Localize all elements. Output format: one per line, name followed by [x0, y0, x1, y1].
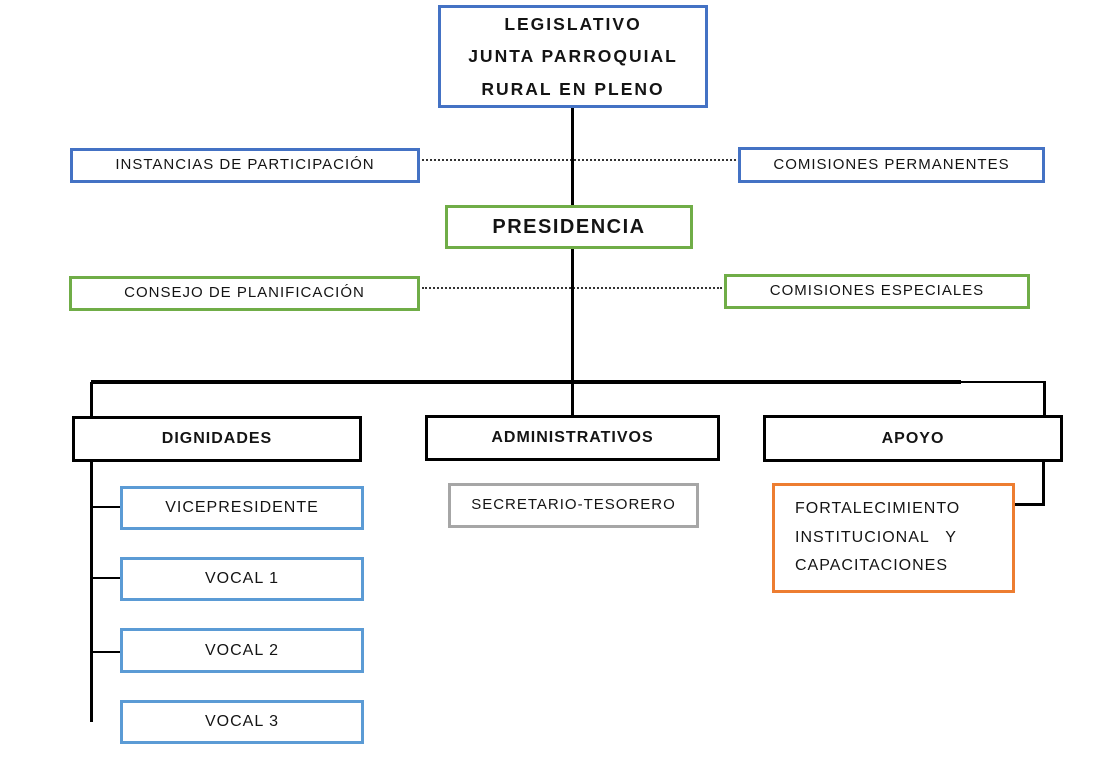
node-dignidades-label: DIGNIDADES	[161, 430, 273, 447]
node-secretario-tesorero: SECRETARIO-TESORERO	[448, 483, 699, 528]
node-vocal-2: VOCAL 2	[120, 628, 364, 673]
node-apoyo-label: APOYO	[881, 429, 945, 447]
connector-branches-horizontal-right	[955, 381, 1046, 383]
node-presidencia: PRESIDENCIA	[445, 205, 693, 249]
node-dignidades: DIGNIDADES	[72, 416, 362, 462]
node-consejo-planificacion: CONSEJO DE PLANIFICACIÓN	[69, 276, 420, 311]
connector-stub-vicepresidente	[92, 506, 120, 508]
node-comisiones-especiales-label: COMISIONES ESPECIALES	[769, 282, 985, 300]
node-vocal-1: VOCAL 1	[120, 557, 364, 601]
node-vocal-3-label: VOCAL 3	[205, 713, 279, 730]
node-presidencia-label: PRESIDENCIA	[492, 216, 646, 238]
node-fortalecimiento: FORTALECIMIENTO INSTITUCIONAL Y CAPACITA…	[772, 483, 1015, 593]
connector-drop-administrativos	[571, 382, 574, 416]
node-consejo-planificacion-label: CONSEJO DE PLANIFICACIÓN	[124, 284, 365, 302]
node-instancias-participacion-label: INSTANCIAS DE PARTICIPACIÓN	[115, 156, 375, 174]
connector-presidencia-branches	[571, 248, 574, 382]
connector-dignidades-spine	[90, 461, 93, 722]
connector-drop-dignidades	[90, 382, 93, 417]
node-vicepresidente-label: VICEPRESIDENTE	[165, 499, 319, 516]
connector-stub-vocal1	[92, 577, 120, 579]
connector-apoyo-down	[1042, 461, 1045, 506]
node-administrativos: ADMINISTRATIVOS	[425, 415, 720, 461]
node-administrativos-label: ADMINISTRATIVOS	[491, 429, 654, 446]
node-legislativo-label: LEGISLATIVO JUNTA PARROQUIAL RURAL EN PL…	[468, 13, 678, 99]
node-instancias-participacion: INSTANCIAS DE PARTICIPACIÓN	[70, 148, 420, 183]
connector-apoyo-elbow	[1015, 503, 1045, 506]
node-vocal-1-label: VOCAL 1	[205, 570, 279, 587]
node-legislativo: LEGISLATIVO JUNTA PARROQUIAL RURAL EN PL…	[438, 5, 708, 108]
node-secretario-tesorero-label: SECRETARIO-TESORERO	[471, 496, 676, 514]
connector-branches-horizontal	[91, 380, 961, 384]
node-comisiones-permanentes: COMISIONES PERMANENTES	[738, 147, 1045, 183]
connector-dotted-participation-permanentes	[422, 159, 736, 161]
node-vocal-3: VOCAL 3	[120, 700, 364, 744]
node-vocal-2-label: VOCAL 2	[205, 641, 279, 659]
node-fortalecimiento-label: FORTALECIMIENTO INSTITUCIONAL Y CAPACITA…	[795, 499, 961, 575]
connector-legislativo-presidencia	[571, 107, 574, 206]
node-comisiones-especiales: COMISIONES ESPECIALES	[724, 274, 1030, 309]
node-apoyo: APOYO	[763, 415, 1063, 462]
node-comisiones-permanentes-label: COMISIONES PERMANENTES	[773, 155, 1010, 173]
node-vicepresidente: VICEPRESIDENTE	[120, 486, 364, 530]
connector-drop-apoyo	[1043, 382, 1046, 415]
connector-stub-vocal2	[92, 651, 120, 653]
